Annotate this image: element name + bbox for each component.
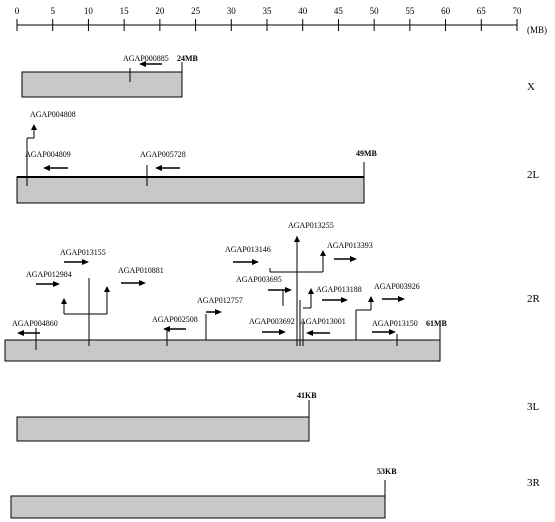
gene-arrow-right: [322, 297, 348, 303]
chromosome-size-label: 24MB: [177, 54, 199, 63]
scale-tick-label: 0: [15, 6, 20, 16]
chromosome-name: X: [527, 81, 535, 93]
scale-tick-label: 15: [120, 6, 130, 16]
scale-tick-label: 55: [405, 6, 415, 16]
chromosome-x-group: 24MB X AGAP000885: [21, 54, 535, 98]
chromosome-size-label: 49MB: [356, 149, 378, 158]
gene-label: AGAP003926: [374, 282, 420, 291]
gene-arrow-up: [320, 250, 326, 272]
scale-unit-label: (MB): [527, 25, 547, 35]
gene-arrow-right: [262, 329, 286, 335]
chromosome-bar: [4, 339, 441, 362]
gene-arrow-up: [308, 288, 314, 308]
gene-arrow-left: [139, 61, 162, 67]
gene-arrow-left: [163, 326, 186, 332]
scale-tick-label: 25: [191, 6, 201, 16]
scale-tick-label: 40: [298, 6, 308, 16]
scale-bar: 0 5 10 15 20 25 30 35 40 45 50 55 60 65 70 (MB): [15, 6, 547, 35]
gene-arrow-right: [268, 287, 292, 293]
gene-arrow-left: [155, 165, 180, 171]
gene-label: AGAP004809: [25, 150, 71, 159]
chromosome-bar: [16, 416, 310, 442]
scale-ticks: 0 5 10 15 20 25 30 35 40 45 50 55 60 65 70: [15, 6, 522, 31]
gene-arrow-up: [61, 298, 67, 314]
scale-tick-label: 65: [477, 6, 487, 16]
scale-tick-label: 35: [263, 6, 273, 16]
gene-arrow-up: [31, 124, 37, 138]
gene-arrow-up: [368, 296, 374, 310]
gene-arrow-left: [17, 330, 40, 336]
chromosome-name: 2R: [527, 293, 541, 305]
chromosome-3r-group: 53KB 3R: [10, 467, 541, 519]
chromosome-size-label: 61MB: [426, 319, 448, 328]
gene-label: AGAP013188: [316, 285, 362, 294]
gene-arrow-right: [372, 329, 396, 335]
scale-tick-label: 10: [84, 6, 94, 16]
gene-arrow-right: [233, 259, 259, 265]
gene-label: AGAP013255: [288, 221, 334, 230]
chromosome-3l-group: 41KB 3L: [16, 391, 540, 442]
chromosome-name: 2L: [527, 169, 540, 181]
gene-label: AGAP012984: [26, 270, 72, 279]
chromosome-name: 3L: [527, 401, 540, 413]
gene-arrow-right: [206, 309, 222, 315]
gene-label: AGAP010881: [118, 266, 164, 275]
scale-tick-label: 5: [50, 6, 55, 16]
gene-arrow-right: [334, 256, 357, 262]
scale-tick-label: 30: [227, 6, 237, 16]
gene-label: AGAP003695: [236, 275, 282, 284]
chromosome-name: 3R: [527, 477, 541, 489]
gene-label: AGAP002508: [152, 315, 198, 324]
scale-tick-label: 45: [334, 6, 344, 16]
chromosome-bar: [10, 495, 386, 519]
gene-label: AGAP013393: [327, 241, 373, 250]
gene-label: AGAP004808: [30, 110, 76, 119]
chromosome-size-label: 53KB: [377, 467, 397, 476]
gene-arrow-left: [43, 165, 68, 171]
gene-label: AGAP013155: [60, 248, 106, 257]
gene-label: AGAP012757: [197, 296, 243, 305]
chromosome-bar: [21, 71, 183, 98]
scale-tick-label: 70: [513, 6, 523, 16]
gene-arrow-right: [36, 281, 60, 287]
gene-arrow-up: [294, 236, 300, 242]
gene-label: AGAP000885: [123, 54, 169, 63]
chromosome-bar: [16, 176, 365, 204]
gene-arrow-right: [382, 296, 405, 302]
scale-tick-label: 20: [155, 6, 165, 16]
chromosome-2r-group: 61MB 2R AGAP004860 AGAP012984 AGAP013155: [4, 221, 541, 362]
gene-label: AGAP013001: [300, 317, 346, 326]
gene-arrow-up: [104, 286, 110, 314]
gene-label: AGAP013146: [225, 245, 271, 254]
gene-arrow-right: [64, 259, 89, 265]
gene-label: AGAP003692: [249, 317, 295, 326]
gene-arrow-left: [306, 330, 330, 336]
gene-label: AGAP013150: [372, 319, 418, 328]
gene-label: AGAP004860: [12, 319, 58, 328]
scale-tick-label: 50: [370, 6, 380, 16]
scale-tick-label: 60: [441, 6, 451, 16]
gene-arrow-right: [121, 280, 146, 286]
gene-label: AGAP005728: [140, 150, 186, 159]
chromosome-2l-group: 49MB 2L AGAP004808 AGAP004809 AGAP005728: [16, 110, 540, 204]
chromosome-size-label: 41KB: [297, 391, 317, 400]
